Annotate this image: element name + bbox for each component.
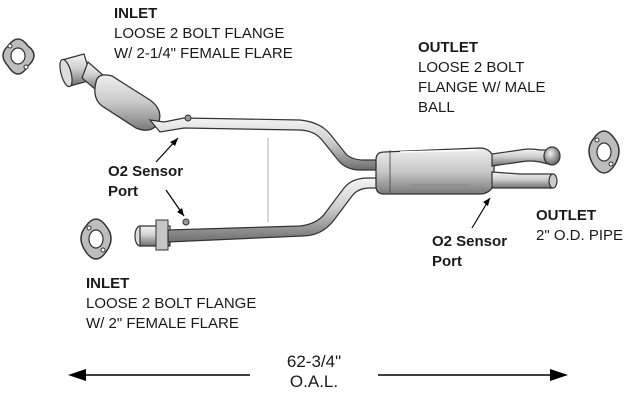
upper-pipe	[59, 53, 391, 171]
outlet-top-line2: FLANGE W/ MALE	[418, 79, 546, 96]
y-converter	[375, 147, 495, 195]
outlet-top-label: OUTLET LOOSE 2 BOLT FLANGE W/ MALE BALL	[418, 38, 546, 118]
o2-sensor-right-label: O2 Sensor Port	[432, 232, 507, 272]
outlet-bottom-heading: OUTLET	[536, 207, 596, 224]
o2-left-line1: O2 Sensor	[108, 163, 184, 180]
overall-length: 62-3/4" O.A.L.	[254, 352, 374, 392]
gasket-bottom-left	[80, 218, 112, 260]
outlet-pipes	[491, 146, 561, 189]
outlet-bottom-label: OUTLET 2" O.D. PIPE	[536, 206, 623, 246]
arrow-right-icon	[550, 369, 568, 381]
inlet-bottom-line2: W/ 2" FEMALE FLARE	[86, 315, 239, 332]
overall-length-label: O.A.L.	[289, 372, 339, 391]
inlet-bottom-heading: INLET	[86, 275, 130, 292]
inlet-bottom-label: INLET LOOSE 2 BOLT FLANGE W/ 2" FEMALE F…	[86, 274, 256, 334]
outlet-top-line3: BALL	[418, 99, 455, 116]
gasket-top-left	[2, 38, 35, 75]
outlet-top-line1: LOOSE 2 BOLT	[418, 59, 525, 76]
arrow-left-icon	[68, 369, 86, 381]
dimension-arrows	[68, 369, 568, 381]
inlet-top-heading: INLET	[114, 5, 158, 22]
o2-sensor-left-label: O2 Sensor Port	[108, 162, 183, 202]
outlet-top-heading: OUTLET	[418, 39, 478, 56]
gasket-right	[588, 130, 620, 174]
o2-pointer-left	[155, 137, 185, 217]
inlet-top-label: INLET LOOSE 2 BOLT FLANGE W/ 2-1/4" FEMA…	[114, 4, 293, 64]
o2-left-line2: Port	[108, 183, 138, 200]
inlet-top-line2: W/ 2-1/4" FEMALE FLARE	[114, 45, 293, 62]
o2-right-line1: O2 Sensor	[432, 233, 508, 250]
overall-length-value: 62-3/4"	[286, 352, 342, 371]
outlet-bottom-line1: 2" O.D. PIPE	[536, 227, 624, 244]
o2-pointer-right	[471, 197, 491, 229]
inlet-top-line1: LOOSE 2 BOLT FLANGE	[114, 25, 285, 42]
o2-right-line2: Port	[432, 253, 462, 270]
inlet-bottom-line1: LOOSE 2 BOLT FLANGE	[86, 295, 257, 312]
